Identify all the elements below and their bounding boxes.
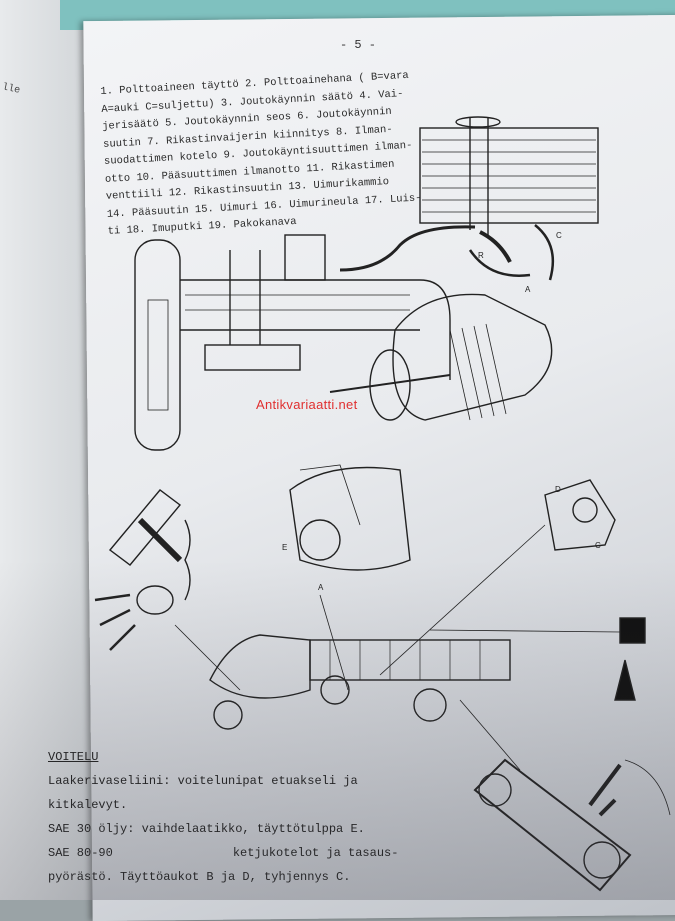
previous-page: lle [0,0,100,900]
filler-plug-diagram [619,617,646,644]
engine-compartment-diagram [289,464,411,571]
lubrication-title: VOITELU [48,750,99,764]
fuel-line [339,225,476,272]
label-d: D [555,485,561,494]
chain-case-diagram [473,758,671,892]
label-e: E [282,543,287,552]
lubrication-line: SAE 30 öljy: vaihdelaatikko, täyttötulpp… [48,822,365,836]
lubrication-section: VOITELU Laakerivaseliini: voitelunipat e… [48,745,398,889]
label-r: R [478,251,484,260]
lubrication-oil-grade: SAE 80-90 [48,846,113,860]
lubrication-line: Laakerivaseliini: voitelunipat etuakseli… [48,774,358,788]
lubrication-line: pyörästö. Täyttöaukot B ja D, tyhjennys … [48,870,351,884]
engine-diagram [329,293,553,421]
arrow-icon [614,659,636,701]
lubrication-line: kitkalevyt. [48,798,128,812]
three-wheeler-vehicle-diagram [174,524,621,771]
fuel-tank-diagram [419,116,599,281]
gearbox-cover-diagram [544,479,616,551]
lubrication-line: ketjukotelot ja tasaus- [232,846,399,860]
label-a: A [318,583,324,592]
shock-absorber-diagram [94,489,191,651]
label-a-tank: A [525,285,531,294]
label-c: C [595,541,601,550]
carburetor-diagram [134,234,451,451]
watermark: Antikvariaatti.net [256,397,358,412]
label-c-tank: C [556,231,562,240]
page-number: - 5 - [340,38,377,52]
technical-illustrations: D C E A A R C [94,116,671,892]
